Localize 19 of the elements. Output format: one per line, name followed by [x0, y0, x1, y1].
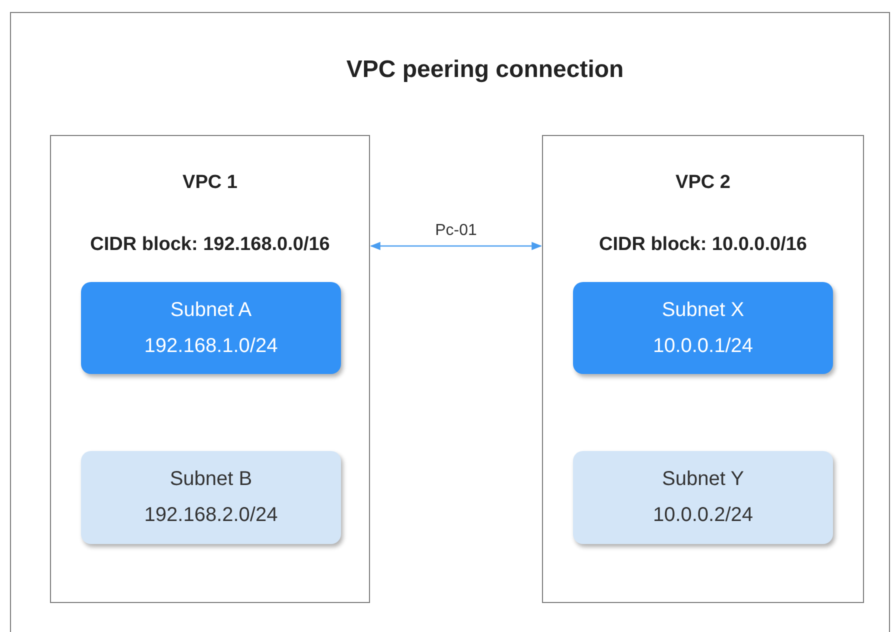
subnet-cidr: 10.0.0.2/24 — [652, 503, 754, 527]
subnet-name: Subnet B — [170, 467, 252, 491]
vpc-box — [50, 135, 370, 603]
subnet-cidr: 10.0.0.1/24 — [652, 334, 754, 358]
cidr-block-label: CIDR block: 10.0.0.0/16 — [598, 234, 808, 257]
diagram-title: VPC peering connection — [346, 56, 624, 84]
subnet-box — [81, 451, 341, 544]
subnet-box — [81, 282, 341, 374]
subnet-cidr: 192.168.2.0/24 — [144, 503, 278, 527]
vpc-box — [542, 135, 864, 603]
subnet-name: Subnet X — [662, 298, 744, 322]
vpc-name: VPC 2 — [676, 172, 730, 195]
subnet-box — [573, 451, 833, 544]
subnet-cidr: 192.168.1.0/24 — [144, 334, 278, 358]
subnet-box — [573, 282, 833, 374]
subnet-name: Subnet A — [170, 298, 252, 322]
subnet-name: Subnet Y — [662, 467, 744, 491]
cidr-block-label: CIDR block: 192.168.0.0/16 — [90, 234, 330, 257]
vpc-name: VPC 1 — [182, 172, 238, 195]
